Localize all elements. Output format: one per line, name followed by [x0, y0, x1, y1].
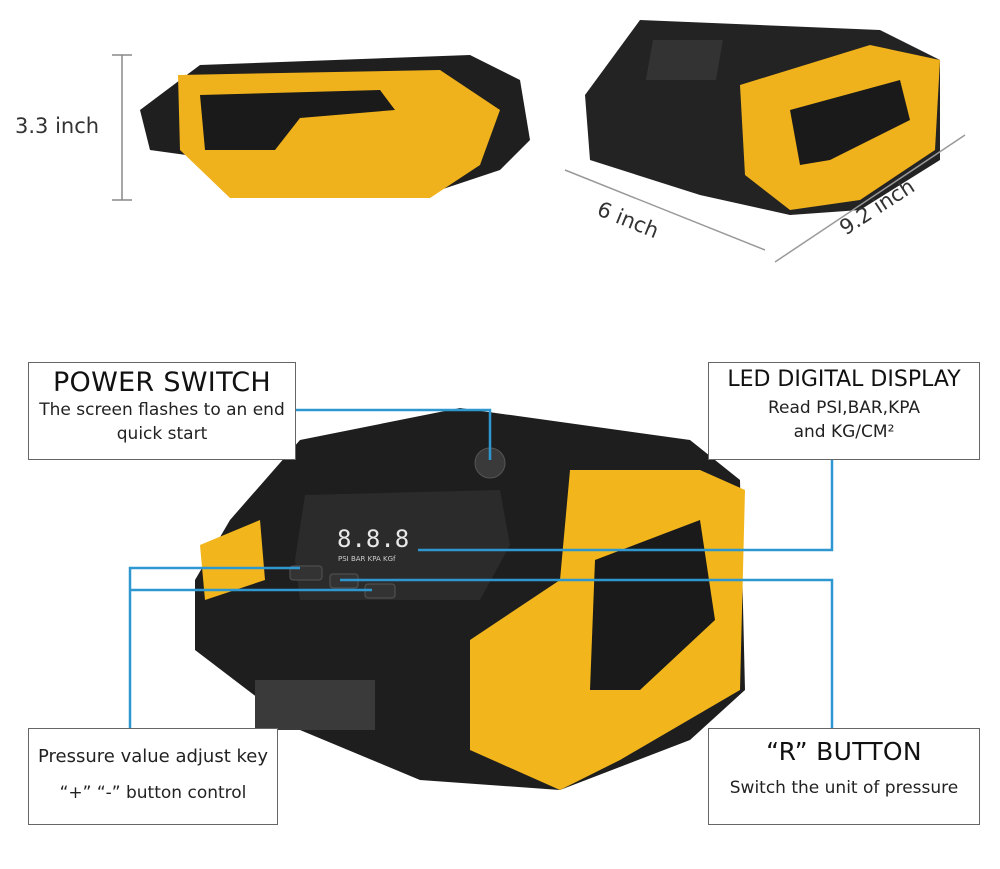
side-view-product: [140, 55, 530, 198]
callout-text: The screen flashes to an end: [39, 400, 285, 420]
callout-text: quick start: [116, 424, 208, 444]
display-digits: 8.8.8: [337, 525, 409, 553]
callout-title: POWER SWITCH: [52, 367, 272, 398]
width-length-dimension-lines: [564, 134, 966, 263]
callout-text: and KG/CM²: [793, 422, 895, 442]
callout-text: “+” “-” button control: [59, 783, 247, 803]
height-label: 3.3 inch: [15, 114, 100, 138]
leader-lines: [128, 408, 834, 728]
main-product: 8.8.8 PSI BAR KPA KGf: [195, 408, 745, 790]
perspective-view-product: [585, 20, 940, 215]
height-dimension-line: [112, 54, 132, 201]
callout-title: LED DIGITAL DISPLAY: [727, 367, 961, 392]
callout-text: Read PSI,BAR,KPA: [767, 398, 921, 418]
led-display-callout: LED DIGITAL DISPLAY Read PSI,BAR,KPA and…: [708, 362, 980, 460]
callout-text: Switch the unit of pressure: [729, 778, 959, 798]
callout-title: Pressure value adjust key: [37, 746, 268, 767]
callout-title: “R” BUTTON: [766, 737, 922, 766]
display-units: PSI BAR KPA KGf: [338, 555, 396, 563]
pressure-key-callout: Pressure value adjust key “+” “-” button…: [28, 728, 278, 825]
power-switch-callout: POWER SWITCH The screen flashes to an en…: [28, 362, 296, 460]
r-button-callout: “R” BUTTON Switch the unit of pressure: [708, 728, 980, 825]
